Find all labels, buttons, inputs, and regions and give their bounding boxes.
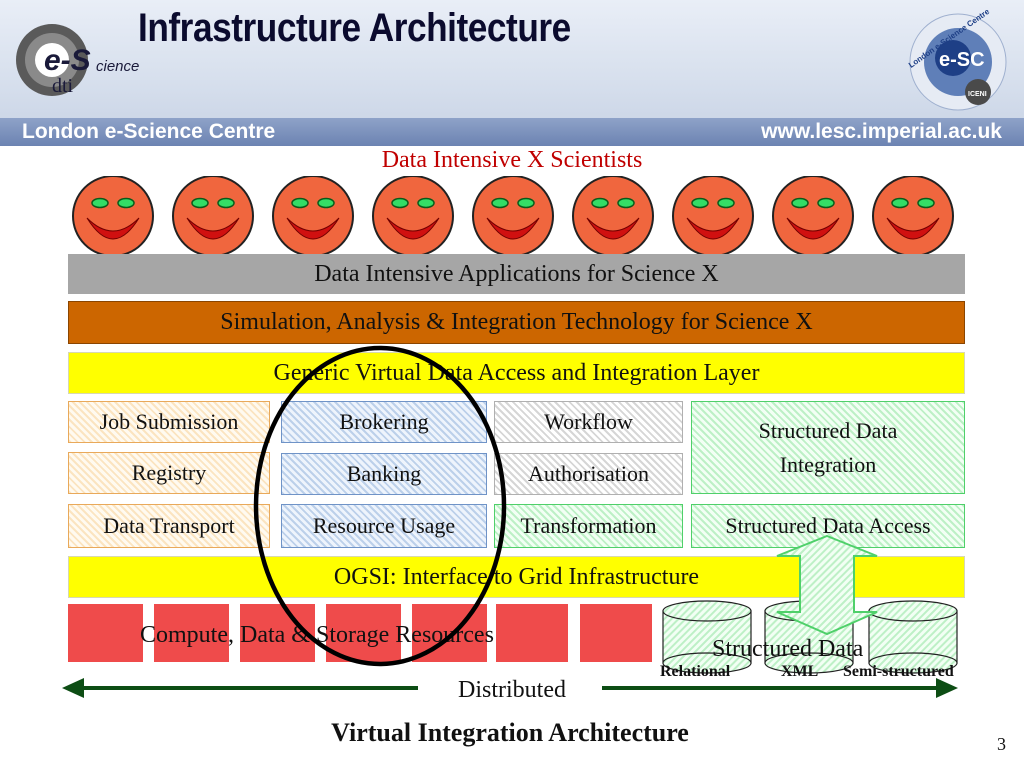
job-submission-label: Job Submission xyxy=(99,409,239,434)
distributed-arrow xyxy=(62,678,958,698)
resource-usage-box: Resource Usage xyxy=(281,504,487,548)
structured-data-integration-label: Structured Data Integration xyxy=(758,417,898,477)
scientists-label: Data Intensive X Scientists xyxy=(381,147,643,173)
scientist-smiley-icon xyxy=(472,176,554,256)
semi-structured-cylinder xyxy=(868,600,958,674)
generic-layer: Generic Virtual Data Access and Integrat… xyxy=(68,352,965,394)
svg-text:cience: cience xyxy=(96,58,139,75)
structured-data-integration-box: Structured Data Integration xyxy=(691,401,965,494)
page-number: 3 xyxy=(997,734,1006,754)
data-transport-label: Data Transport xyxy=(103,513,235,538)
e-science-logo: e-S cience dti xyxy=(16,24,139,97)
compute-resource-block xyxy=(154,604,229,662)
data-access-double-arrow xyxy=(776,535,878,636)
compute-resource-block xyxy=(68,604,143,662)
compute-resource-block xyxy=(240,604,315,662)
highlight-circle xyxy=(253,345,507,667)
relational-cylinder xyxy=(662,600,752,674)
header-bar xyxy=(0,118,1024,146)
structured-data-label: Structured Data xyxy=(712,636,864,662)
registry-label: Registry xyxy=(131,460,207,485)
workflow-label: Workflow xyxy=(544,409,633,434)
transformation-label: Transformation xyxy=(520,513,657,538)
brokering-label: Brokering xyxy=(339,409,429,434)
structured-data-access-label: Structured Data Access xyxy=(725,513,931,538)
structured-data-stores xyxy=(662,535,958,674)
authorisation-box: Authorisation xyxy=(494,453,683,495)
transformation-box: Transformation xyxy=(494,504,683,548)
centre-name: London e-Science Centre xyxy=(22,120,276,143)
svg-text:ICENI: ICENI xyxy=(968,91,987,98)
scientist-smiley-icon xyxy=(872,176,954,256)
distributed-label: Distributed xyxy=(458,677,566,703)
job-submission-box: Job Submission xyxy=(68,401,270,443)
scientist-smiley-icon xyxy=(772,176,854,256)
brokering-box: Brokering xyxy=(281,401,487,443)
applications-layer: Data Intensive Applications for Science … xyxy=(68,254,965,294)
structured-data-access-box: Structured Data Access xyxy=(691,504,965,548)
svg-text:e-S: e-S xyxy=(44,44,91,77)
scientist-smiley-icon xyxy=(172,176,254,256)
lesc-logo: e-SC ICENI London e-Science Centre xyxy=(907,10,1007,111)
scientist-smiley-icon xyxy=(72,176,154,256)
workflow-box: Workflow xyxy=(494,401,683,443)
diagram-caption: Virtual Integration Architecture xyxy=(331,718,689,747)
semi-structured-label: Semi-structured xyxy=(843,663,954,680)
data-transport-box: Data Transport xyxy=(68,504,270,548)
compute-resource-block xyxy=(580,604,652,662)
applications-layer-label: Data Intensive Applications for Science … xyxy=(314,260,719,287)
scientist-smiley-icon xyxy=(572,176,654,256)
registry-box: Registry xyxy=(68,452,270,494)
compute-resource-block xyxy=(326,604,401,662)
compute-resource-block xyxy=(496,604,568,662)
scientist-smiley-icon xyxy=(272,176,354,256)
simulation-layer-label: Simulation, Analysis & Integration Techn… xyxy=(220,309,813,335)
relational-label: Relational xyxy=(660,663,731,680)
banking-label: Banking xyxy=(346,461,422,486)
ogsi-layer-label: OGSI: Interface to Grid Infrastructure xyxy=(333,563,700,590)
scientists-smileys xyxy=(72,176,954,256)
xml-label: XML xyxy=(781,663,819,680)
banking-box: Banking xyxy=(281,453,487,495)
generic-layer-label: Generic Virtual Data Access and Integrat… xyxy=(273,359,760,386)
authorisation-label: Authorisation xyxy=(528,461,649,486)
scientist-smiley-icon xyxy=(372,176,454,256)
resource-usage-label: Resource Usage xyxy=(312,513,456,538)
svg-text:dti: dti xyxy=(52,75,74,97)
scientist-smiley-icon xyxy=(672,176,754,256)
slide-title: Infrastructure Architecture xyxy=(138,6,571,50)
svg-text:e-SC: e-SC xyxy=(939,49,985,71)
simulation-layer: Simulation, Analysis & Integration Techn… xyxy=(68,301,965,344)
centre-url: www.lesc.imperial.ac.uk xyxy=(761,120,1002,143)
